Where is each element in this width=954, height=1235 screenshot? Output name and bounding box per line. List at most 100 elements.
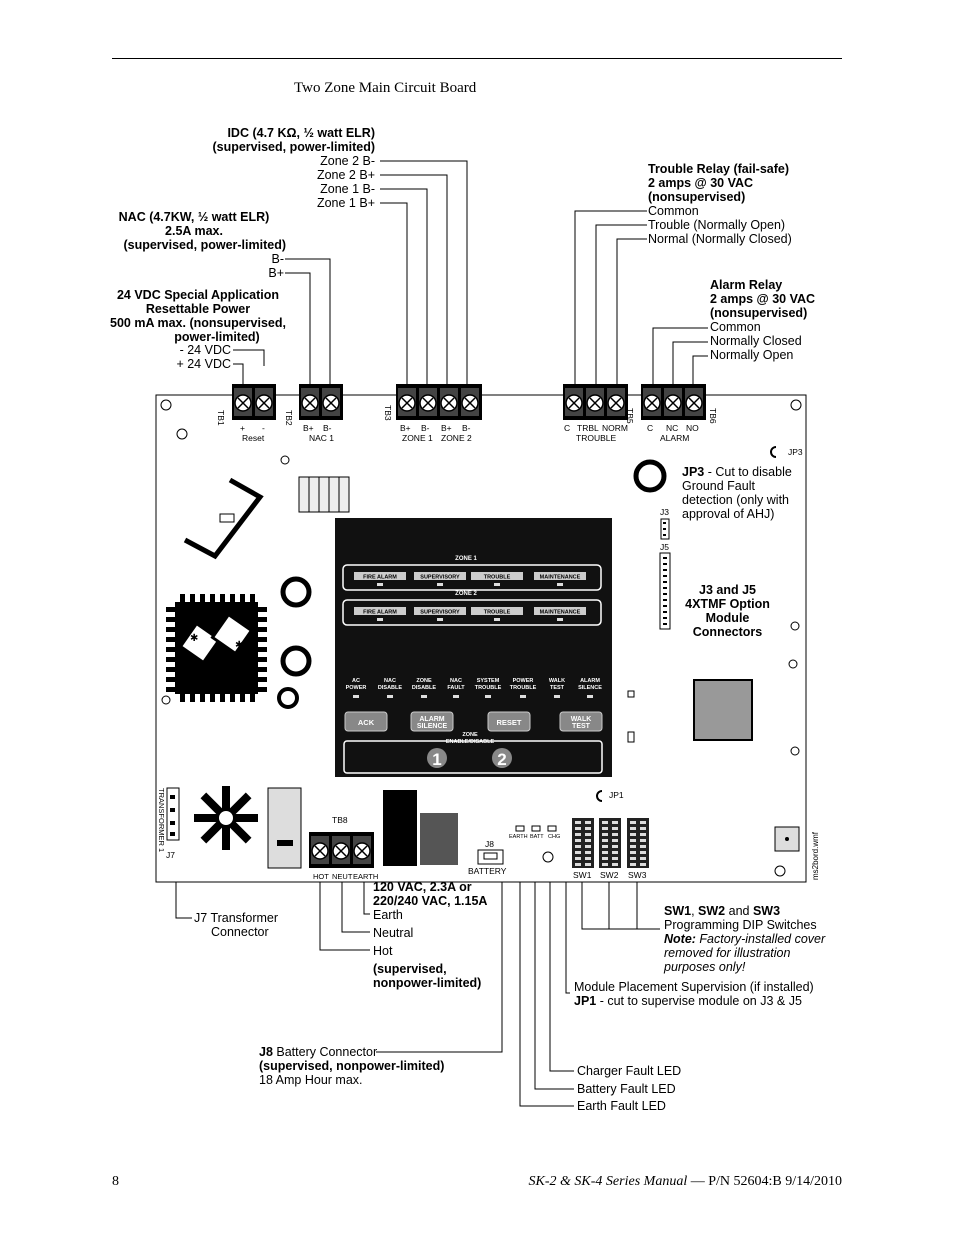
header-rule (112, 58, 842, 59)
tb1-label: TB1 (216, 410, 226, 426)
tb3-pin-4: B- (462, 423, 471, 433)
page-number: 8 (112, 1174, 119, 1189)
status-led-label: TROUBLE (475, 685, 502, 691)
led-label-earth: EARTH (509, 834, 528, 840)
status-led-label: POWER (346, 685, 367, 691)
svg-text:✱: ✱ (235, 640, 243, 651)
sw3-board-label: SW3 (628, 870, 647, 880)
nac-callout: NAC (4.7KW, ½ watt ELR) 2.5A max. (super… (118, 210, 286, 280)
svg-text:1: 1 (432, 750, 441, 769)
tb6-block (641, 384, 706, 420)
tb8-pin-earth: EARTH (353, 872, 378, 881)
trouble-relay-callout: Trouble Relay (fail-safe) 2 amps @ 30 VA… (648, 162, 792, 246)
tb5-pin-3: NORM (602, 423, 628, 433)
jp1-board-label: JP1 (609, 790, 624, 800)
tb5-pin-1: C (564, 423, 570, 433)
zone-enable-label: ZONE (462, 732, 478, 738)
panel-button-reset[interactable]: RESET (487, 711, 531, 732)
jp3-callout: JP3 - Cut to disable Ground Fault detect… (682, 465, 792, 521)
zone-led-label: TROUBLE (484, 610, 511, 616)
zone-led-label: SUPERVISORY (420, 610, 460, 616)
tb3-pin-2: B- (421, 423, 430, 433)
sw1-board-label: SW1 (573, 870, 592, 880)
zone-enable-button-2[interactable]: 2 (492, 748, 512, 769)
status-led-label: SYSTEM (477, 678, 500, 684)
status-led-label: AC (352, 678, 360, 684)
idc-zone2-plus: Zone 2 B+ (316, 168, 375, 182)
idc-zone1-minus: Zone 1 B- (320, 182, 375, 196)
tb3-pin-3: B+ (441, 423, 452, 433)
tb2-block (299, 384, 343, 420)
j7-callout: J7 Transformer Connector (194, 911, 279, 939)
aux-power-items: - 24 VDC + 24 VDC (176, 343, 231, 371)
tb6-sub: ALARM (660, 433, 689, 443)
status-led-label: ZONE (416, 678, 432, 684)
figure-title: Two Zone Main Circuit Board (294, 80, 477, 96)
status-led-label: NAC (450, 678, 462, 684)
tb1-pin-plus: + (240, 423, 245, 433)
zone2-label: ZONE 2 (455, 591, 477, 597)
status-led-label: POWER (513, 678, 534, 684)
tb6-pin-2: NC (666, 423, 678, 433)
tb8-board-label: TB8 (332, 815, 348, 825)
svg-text:ACK: ACK (358, 718, 375, 727)
j8-board-label: J8 (485, 839, 494, 849)
tb3-pin-1: B+ (400, 423, 411, 433)
tb5-label: TB5 (625, 408, 635, 424)
panel-button-ack[interactable]: ACK (344, 711, 388, 732)
svg-text:WALK: WALK (571, 716, 592, 723)
jp3-board-label: JP3 (788, 447, 803, 457)
nac-b-minus: B- (271, 252, 285, 266)
aux-power-callout: 24 VDC Special Application Resettable Po… (110, 288, 286, 344)
led-label-batt: BATT (530, 834, 544, 840)
tb2-pin-2: B- (323, 423, 332, 433)
tb1-block (232, 384, 276, 420)
tb5-block (563, 384, 628, 420)
tb1-pin-minus: - (262, 423, 265, 433)
battery-fault-led-label: Battery Fault LED (577, 1082, 676, 1096)
idc-zone1-plus: Zone 1 B+ (316, 196, 375, 210)
status-led-label: TEST (550, 685, 565, 691)
svg-text:✱: ✱ (190, 633, 198, 644)
tb3-sub2: ZONE 2 (441, 433, 472, 443)
tb8-pin-hot: HOT (313, 872, 329, 881)
ac-power-callout: 120 VAC, 2.3A or 220/240 VAC, 1.15A Eart… (373, 880, 488, 990)
zone-enable-button-1[interactable]: 1 (427, 748, 447, 769)
j3-board-label: J3 (660, 507, 669, 517)
tb2-sub: NAC 1 (309, 433, 334, 443)
status-led-label: DISABLE (378, 685, 402, 691)
j7-board-label: J7 (166, 850, 175, 860)
status-led-label: WALK (549, 678, 565, 684)
zone-led-label: FIRE ALARM (363, 575, 397, 581)
status-led-label: DISABLE (412, 685, 436, 691)
zone-led-label: MAINTENANCE (540, 575, 581, 581)
alarm-relay-callout: Alarm Relay 2 amps @ 30 VAC (nonsupervis… (710, 278, 816, 362)
tb3-block (396, 384, 482, 420)
idc-callout: IDC (4.7 KΩ, ½ watt ELR) (supervised, po… (212, 126, 375, 210)
status-led-label: SILENCE (578, 685, 602, 691)
svg-text:RESET: RESET (496, 718, 521, 727)
svg-text:2: 2 (497, 750, 506, 769)
svg-text:TEST: TEST (572, 723, 591, 730)
status-led-label: NAC (384, 678, 396, 684)
zone-enable-label: ENABLE/DISABLE (446, 739, 495, 745)
transformer-board-label: TRANSFORMER 1 (157, 788, 166, 852)
tb8-pin-neut: NEUT (332, 872, 353, 881)
nac-b-plus: B+ (268, 266, 284, 280)
zone-led-label: FIRE ALARM (363, 610, 397, 616)
dip-switch-callout: SW1, SW2 and SW3 Programming DIP Switche… (664, 904, 826, 974)
earth-fault-led-label: Earth Fault LED (577, 1099, 666, 1113)
tb2-pin-1: B+ (303, 423, 314, 433)
file-name: ms2bord.wmf (811, 831, 820, 880)
status-led-label: ALARM (580, 678, 600, 684)
zone1-label: ZONE 1 (455, 556, 477, 562)
tb5-pin-2: TRBL (577, 423, 599, 433)
tb6-pin-1: C (647, 423, 653, 433)
tb1-sub: Reset (242, 433, 265, 443)
tb8-block (309, 832, 374, 868)
zone-led-label: MAINTENANCE (540, 610, 581, 616)
j8-callout: J8 Battery Connector (supervised, nonpow… (259, 1045, 445, 1087)
j5-board-label: J5 (660, 542, 669, 552)
